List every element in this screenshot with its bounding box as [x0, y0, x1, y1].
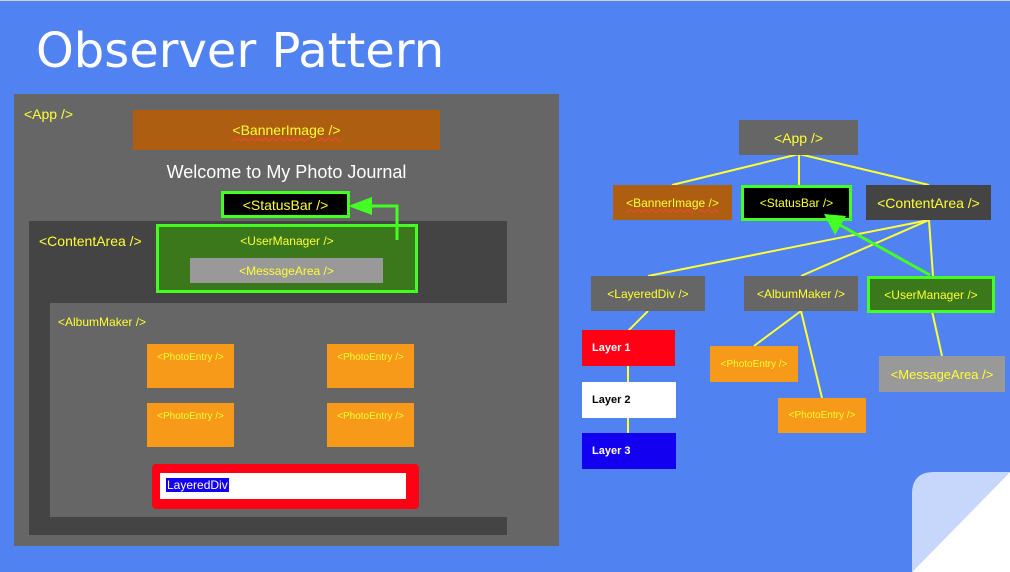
photo-entry-box: <PhotoEntry /> — [327, 403, 414, 447]
tree-node-photoentry-2-label: <PhotoEntry /> — [788, 410, 856, 421]
tree-node-contentarea-label: <ContentArea /> — [877, 194, 980, 211]
user-manager-box: <UserManager /> <MessageArea /> — [156, 224, 418, 293]
tree-node-layereddiv-label: <LayeredDiv /> — [607, 286, 689, 301]
photo-entry-label: <PhotoEntry /> — [157, 411, 224, 422]
album-maker-label: <AlbumMaker /> — [58, 315, 147, 329]
content-area-label: <ContentArea /> — [39, 233, 142, 249]
message-area-box: <MessageArea /> — [190, 258, 383, 283]
tree-layer-3: Layer 3 — [582, 433, 676, 469]
tree-node-app: <App /> — [739, 120, 858, 155]
edge-usermanager-messagearea — [931, 310, 943, 357]
photo-entry-box: <PhotoEntry /> — [327, 344, 414, 388]
tree-node-layereddiv: <LayeredDiv /> — [591, 276, 705, 311]
banner-image-box: <BannerImage /> — [133, 110, 440, 150]
tree-node-messagearea: <MessageArea /> — [879, 356, 1005, 392]
slide-title: Observer Pattern — [36, 23, 445, 79]
user-manager-label: <UserManager /> — [240, 234, 334, 248]
tree-node-albummaker-label: <AlbumMaker /> — [756, 286, 846, 301]
page-curl-icon — [912, 472, 1010, 572]
edge-contentarea-usermanager — [928, 219, 934, 277]
mockup-arrow-head-icon — [348, 197, 372, 215]
tree-node-app-label: <App /> — [773, 129, 824, 146]
photo-entry-box: <PhotoEntry /> — [147, 344, 234, 388]
layered-div-box: LayeredDiv — [152, 464, 419, 509]
tree-layer-3-label: Layer 3 — [592, 445, 631, 457]
tree-node-statusbar-label: <StatusBar /> — [759, 196, 834, 210]
tree-node-usermanager: <UserManager /> — [867, 276, 995, 313]
tree-node-banner-label: <BannerImage /> — [626, 195, 719, 210]
photo-entry-label: <PhotoEntry /> — [337, 411, 404, 422]
tree-arrow-line — [837, 222, 931, 277]
edge-app-banner — [671, 153, 800, 186]
tree-layer-2: Layer 2 — [582, 382, 676, 418]
layered-div-selected-text: LayeredDiv — [166, 478, 229, 492]
edge-layereddiv-layer1 — [627, 310, 649, 332]
tree-node-messagearea-label: <MessageArea /> — [890, 366, 994, 382]
photo-entry-label: <PhotoEntry /> — [337, 352, 404, 363]
page-curl-back — [912, 472, 1010, 572]
tree-node-banner: <BannerImage /> — [613, 185, 732, 220]
tree-node-contentarea: <ContentArea /> — [866, 185, 991, 220]
tree-layer-1: Layer 1 — [582, 330, 675, 366]
edge-contentarea-layereddiv — [647, 219, 930, 277]
banner-image-label: <BannerImage /> — [232, 122, 341, 138]
welcome-heading: Welcome to My Photo Journal — [166, 161, 407, 182]
app-label: <App /> — [24, 106, 74, 122]
tree-node-photoentry-1: <PhotoEntry /> — [710, 346, 798, 382]
mockup-arrow-line — [362, 204, 399, 240]
tree-node-usermanager-label: <UserManager /> — [884, 287, 978, 302]
tree-node-albummaker: <AlbumMaker /> — [744, 276, 858, 311]
tree-node-photoentry-1-label: <PhotoEntry /> — [720, 358, 788, 370]
layered-div-field[interactable]: LayeredDiv — [160, 473, 406, 499]
edge-app-contentarea — [798, 153, 930, 186]
photo-entry-box: <PhotoEntry /> — [147, 403, 234, 447]
tree-arrow-head-icon — [824, 214, 846, 235]
edge-albummaker-photoentry2 — [800, 310, 823, 399]
statusbar-label: <StatusBar /> — [242, 196, 329, 213]
statusbar-box: <StatusBar /> — [221, 191, 350, 218]
message-area-label: <MessageArea /> — [239, 263, 334, 278]
edge-albummaker-photoentry1 — [753, 310, 802, 347]
edge-contentarea-albummaker — [800, 219, 930, 277]
tree-layer-2-label: Layer 2 — [592, 394, 631, 406]
tree-node-photoentry-2: <PhotoEntry /> — [778, 398, 866, 433]
photo-entry-label: <PhotoEntry /> — [157, 352, 224, 363]
tree-layer-1-label: Layer 1 — [592, 342, 631, 354]
